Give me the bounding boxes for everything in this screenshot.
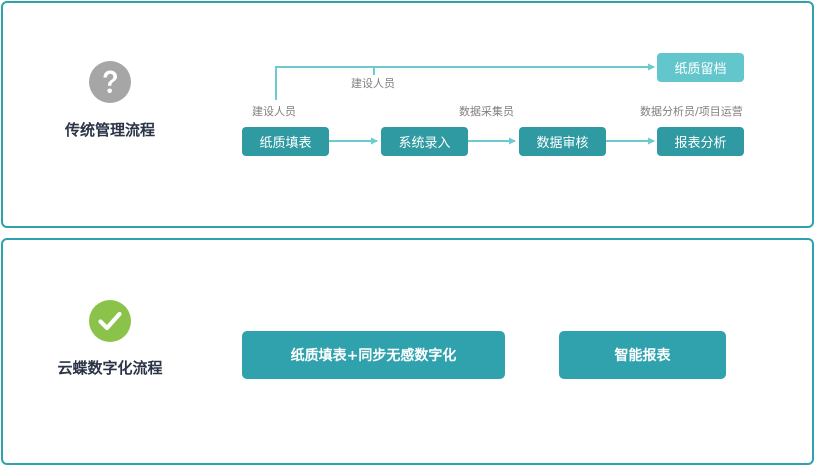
digital-process-title: 云蝶数字化流程	[57, 359, 163, 377]
traditional-process-title: 传统管理流程	[64, 121, 156, 139]
checkmark-icon	[89, 300, 131, 342]
role-label-step4: 数据分析员/项目运营	[640, 105, 743, 118]
role-label-step1: 建设人员	[252, 105, 296, 118]
traditional-process-panel	[1, 1, 814, 228]
role-label-step3: 数据采集员	[459, 105, 514, 118]
step-paper-archive: 纸质留档	[657, 53, 744, 82]
role-label-archive: 建设人员	[351, 77, 395, 90]
step-paper-form: 纸质填表	[242, 127, 329, 156]
step-system-entry: 系统录入	[381, 127, 468, 156]
step-paper-form-sync-digitize: 纸质填表+同步无感数字化	[242, 331, 505, 379]
step-report-analysis: 报表分析	[657, 127, 744, 156]
question-mark-icon	[89, 61, 131, 103]
step-data-review: 数据审核	[519, 127, 606, 156]
step-smart-report: 智能报表	[559, 331, 726, 379]
